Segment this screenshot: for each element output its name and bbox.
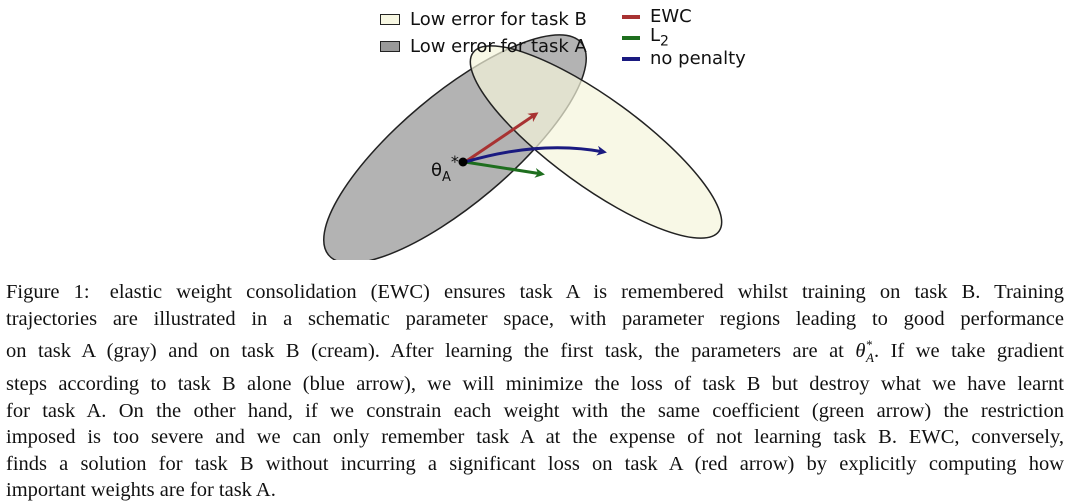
legend-item-task-b: Low error for task B <box>380 6 587 33</box>
parameter-space-diagram: θA* <box>323 34 723 264</box>
blue-line-icon <box>622 56 640 61</box>
ewc-figure: θA* Low error for task B Low error for t… <box>323 6 746 264</box>
gray-swatch-icon <box>380 41 400 52</box>
legend-item-ewc: EWC <box>622 6 746 27</box>
legend-item-l2: L2 <box>622 25 746 50</box>
caption-line: steps according to task B alone (blue ar… <box>6 373 1064 396</box>
legend-item-no-penalty: no penalty <box>622 48 746 69</box>
caption-line: imposed is too severe and we can only re… <box>6 426 1064 449</box>
no-penalty-arrow <box>464 145 607 164</box>
legend-label: Low error for task B <box>410 9 587 30</box>
task-b-region <box>469 45 723 239</box>
caption-line: important weights are for task A. <box>6 479 276 502</box>
figure-label: Figure 1: <box>6 281 90 303</box>
caption-line: Figure 1: elastic weight consolidation (… <box>6 281 1065 303</box>
caption-line: on task A (gray) and on task B (cream). … <box>6 337 1064 365</box>
theta-a-label: θA* <box>431 152 459 185</box>
caption-line: finds a solution for task B without incu… <box>6 452 1064 475</box>
legend-label: Low error for task A <box>410 36 587 57</box>
theta-symbol: θ <box>431 160 442 181</box>
theta-superscript: * <box>451 152 459 171</box>
theta-a-star: θ*A <box>855 337 874 365</box>
legend-label: EWC <box>650 6 692 27</box>
ewc-arrow <box>464 112 539 164</box>
green-line-icon <box>622 35 640 40</box>
l2-arrow <box>464 160 545 178</box>
cream-swatch-icon <box>380 14 400 25</box>
caption-line: trajectories are illustrated in a schema… <box>6 307 1064 330</box>
region-legend: Low error for task B Low error for task … <box>380 6 587 60</box>
legend-label: L2 <box>650 25 669 50</box>
figure-caption: Figure 1: elastic weight consolidation (… <box>6 279 1064 504</box>
legend-label: no penalty <box>650 48 746 69</box>
theta-subscript: A <box>442 170 451 185</box>
legend-item-task-a: Low error for task A <box>380 33 587 60</box>
caption-line: for task A. On the other hand, if we con… <box>6 399 1064 422</box>
arrow-legend: EWC L2 no penalty <box>622 6 746 69</box>
theta-a-point <box>458 157 468 167</box>
red-line-icon <box>622 14 640 19</box>
